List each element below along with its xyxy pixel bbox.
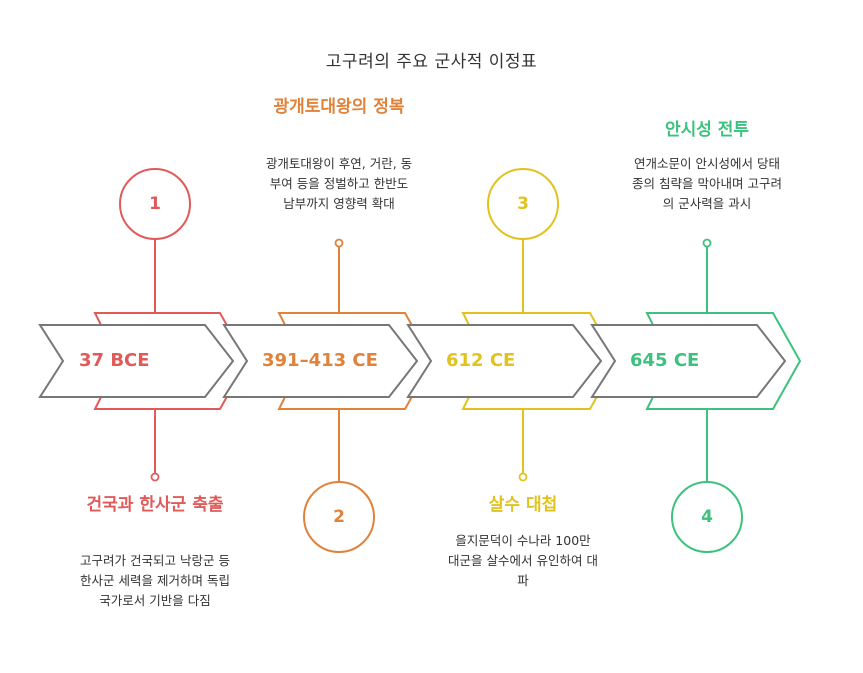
event-1-number: 1 bbox=[149, 194, 161, 214]
connector-dot-2 bbox=[334, 238, 344, 248]
timeline-arrow-2 bbox=[222, 324, 419, 398]
diagram-title: 고구려의 주요 군사적 이정표 bbox=[325, 52, 538, 72]
event-2-description: 광개토대왕이 후연, 거란, 동부여 등을 정벌하고 한반도 남부까지 영향력 … bbox=[265, 156, 413, 211]
number-circle-1 bbox=[119, 168, 191, 240]
event-3-date: 612 CE bbox=[446, 350, 516, 371]
timeline-arrow-4 bbox=[590, 324, 787, 398]
event-4-date: 645 CE bbox=[630, 350, 700, 371]
number-circle-4 bbox=[671, 481, 743, 553]
event-4-number: 4 bbox=[701, 507, 713, 527]
timeline-arrow-1 bbox=[38, 324, 235, 398]
event-3-number: 3 bbox=[517, 194, 529, 214]
timeline-arrow-3 bbox=[406, 324, 603, 398]
number-circle-2 bbox=[303, 481, 375, 553]
event-4-description: 연개소문이 안시성에서 당태종의 침략을 막아내며 고구려의 군사력을 과시 bbox=[632, 156, 782, 211]
event-4-title: 안시성 전투 bbox=[664, 120, 750, 140]
event-1-date: 37 BCE bbox=[79, 350, 150, 371]
event-1-title: 건국과 한사군 축출 bbox=[86, 495, 224, 515]
event-3-title: 살수 대첩 bbox=[488, 495, 558, 515]
event-2-date: 391–413 CE bbox=[262, 350, 378, 371]
connector-dot-4 bbox=[702, 238, 712, 248]
event-3-description: 을지문덕이 수나라 100만 대군을 살수에서 유인하여 대파 bbox=[448, 533, 598, 588]
number-circle-3 bbox=[487, 168, 559, 240]
connector-dot-3 bbox=[518, 472, 528, 482]
event-2-number: 2 bbox=[333, 507, 345, 527]
connector-dot-1 bbox=[150, 472, 160, 482]
event-1-description: 고구려가 건국되고 낙랑군 등 한사군 세력을 제거하며 독립국가로서 기반을 … bbox=[80, 553, 230, 608]
event-2-title: 광개토대왕의 정복 bbox=[273, 97, 405, 117]
